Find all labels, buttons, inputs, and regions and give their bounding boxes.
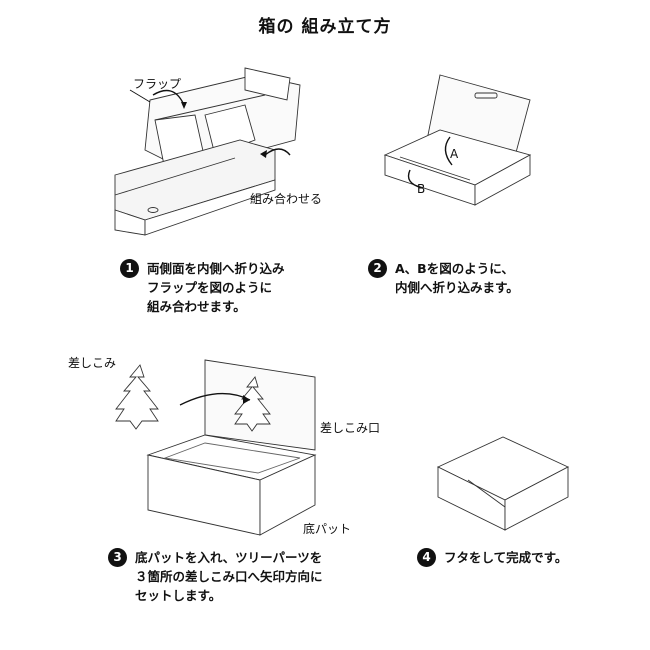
label-flap: フラップ [133, 77, 182, 91]
step-3-line-1: 底パットを入れ、ツリーパーツを [135, 550, 323, 565]
step-1-line-2: フラップを図のように [147, 280, 273, 295]
step-4-number-badge: 4 [417, 548, 436, 567]
label-pad: 底パット [303, 522, 352, 536]
figure-step2 [380, 70, 540, 210]
label-b: B [417, 182, 426, 196]
step-1-instructions: 1 両側面を内側へ折り込み フラップを図のように 組み合わせます。 [120, 259, 285, 316]
step-3-instructions: 3 底パットを入れ、ツリーパーツを ３箇所の差しこみ口へ矢印方向に セットします… [108, 548, 323, 605]
step-4-instructions: 4 フタをして完成です。 [417, 548, 567, 567]
label-tab: 差しこみ [68, 356, 117, 370]
open-box-diagram-2 [383, 74, 532, 206]
label-combine: 組み合わせる [250, 192, 323, 206]
step-4-line-1: フタをして完成です。 [444, 550, 568, 565]
step-1-line-3: 組み合わせます。 [147, 299, 246, 314]
step-3-line-3: セットします。 [135, 588, 222, 603]
step-1-line-1: 両側面を内側へ折り込み [147, 261, 285, 276]
step-1-number-badge: 1 [120, 259, 139, 278]
tree-insertion-diagram [115, 359, 317, 536]
open-box-diagram-1 [114, 67, 301, 236]
closed-box-diagram [436, 436, 570, 531]
step-3-number-badge: 3 [108, 548, 127, 567]
figure-step1 [95, 60, 335, 260]
step-2-line-1: A、Bを図のように、 [395, 261, 514, 276]
page-title: 箱の 組み立て方 [258, 17, 392, 37]
label-a: A [450, 147, 459, 161]
figure-step3 [100, 355, 340, 540]
step-2-number-badge: 2 [368, 259, 387, 278]
figure-step4 [433, 432, 573, 537]
label-slot: 差しこみ口 [320, 421, 381, 435]
step-2-instructions: 2 A、Bを図のように、 内側へ折り込みます。 [368, 259, 519, 297]
step-2-line-2: 内側へ折り込みます。 [395, 280, 519, 295]
step-3-line-2: ３箇所の差しこみ口へ矢印方向に [135, 569, 323, 584]
